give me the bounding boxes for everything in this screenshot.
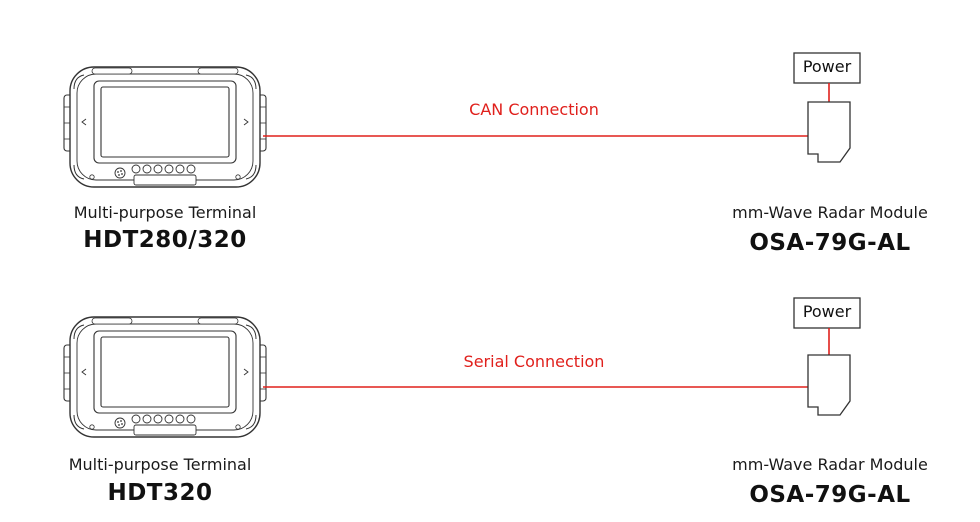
power-label: Power — [802, 57, 852, 76]
radar-model: OSA-79G-AL — [749, 482, 911, 508]
connection-label: CAN Connection — [469, 100, 599, 119]
radar-module-icon — [807, 354, 851, 416]
power-label: Power — [802, 302, 852, 321]
terminal-caption: Multi-purpose Terminal — [73, 203, 257, 222]
radar-caption: mm-Wave Radar Module — [732, 203, 928, 222]
terminal-device-icon — [63, 316, 267, 438]
connection-label: Serial Connection — [463, 352, 605, 371]
power-box — [793, 297, 861, 329]
terminal-model: HDT320 — [107, 480, 213, 506]
radar-caption: mm-Wave Radar Module — [732, 455, 928, 474]
radar-model: OSA-79G-AL — [749, 230, 911, 256]
radar-module-icon — [807, 101, 851, 163]
terminal-caption: Multi-purpose Terminal — [68, 455, 252, 474]
power-box — [793, 52, 861, 84]
terminal-device-icon — [63, 66, 267, 188]
terminal-model: HDT280/320 — [83, 227, 247, 253]
